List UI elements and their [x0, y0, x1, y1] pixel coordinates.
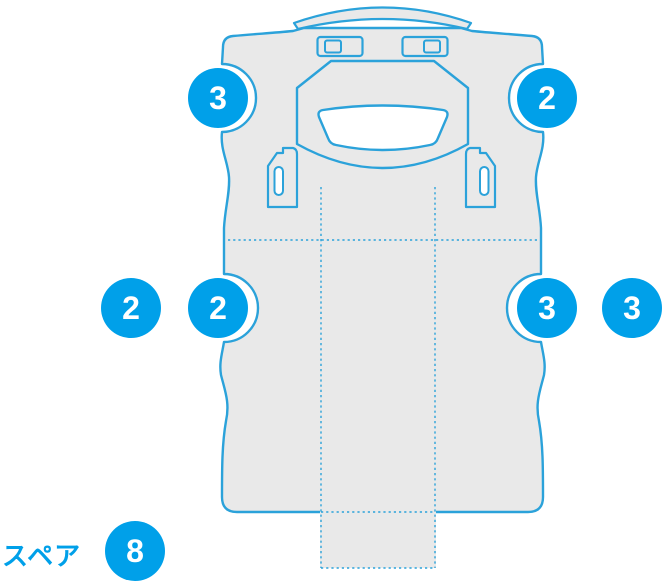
belt-guide-right-slot [479, 166, 490, 196]
marker-mid-left-outer: 2 [101, 278, 161, 338]
marker-top-left: 3 [188, 68, 248, 128]
spare-label: スペア [2, 541, 82, 571]
seat-body [219, 26, 546, 514]
marker-value: 3 [538, 290, 556, 326]
harness-opening [317, 104, 449, 152]
marker-value: 2 [209, 290, 227, 326]
marker-value: 2 [538, 80, 556, 116]
top-slot-right-clip [423, 39, 441, 54]
marker-value: 3 [623, 290, 641, 326]
marker-top-right: 2 [517, 68, 577, 128]
marker-mid-right-inner: 3 [517, 278, 577, 338]
headrest-outline [295, 59, 470, 170]
marker-value: 2 [122, 290, 140, 326]
handle-strip [292, 6, 473, 31]
marker-mid-right-outer: 3 [602, 278, 662, 338]
top-slot-left-clip [324, 39, 342, 54]
belt-guide-left-slot [273, 166, 284, 196]
marker-mid-left-inner: 2 [188, 278, 248, 338]
marker-value: 8 [126, 533, 144, 569]
bottom-flap [320, 504, 436, 568]
marker-value: 3 [209, 80, 227, 116]
marker-spare-count: 8 [105, 521, 165, 581]
